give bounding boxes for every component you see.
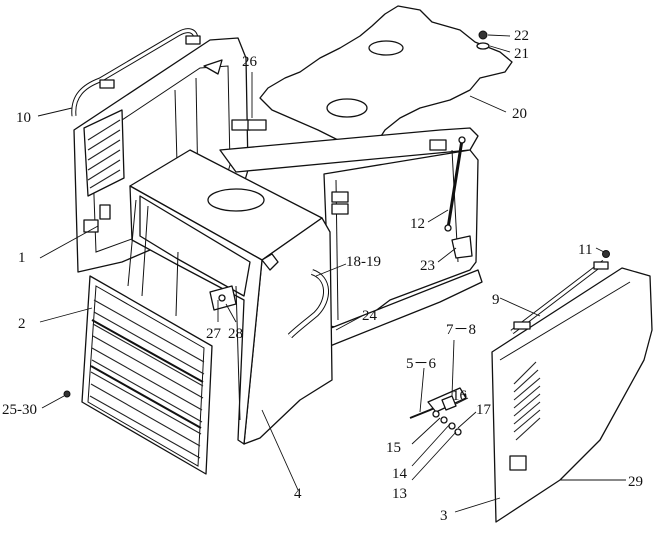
label-17: 17 bbox=[476, 402, 492, 418]
label-18-19: 18-19 bbox=[346, 254, 381, 270]
front-cab-body bbox=[127, 149, 333, 445]
bolt-and-washer bbox=[476, 30, 490, 50]
label-9: 9 bbox=[492, 292, 500, 308]
label-15: 15 bbox=[386, 440, 401, 456]
label-24: 24 bbox=[362, 308, 378, 324]
grab-handle-top bbox=[71, 28, 201, 117]
label-13: 13 bbox=[392, 486, 407, 502]
label-4: 4 bbox=[294, 486, 302, 502]
top-cover-plate bbox=[259, 5, 513, 153]
cab-frame bbox=[219, 119, 483, 347]
label-28: 28 bbox=[228, 326, 243, 342]
hose bbox=[287, 269, 329, 339]
label-20: 20 bbox=[512, 106, 527, 122]
label-10: 10 bbox=[16, 110, 31, 126]
label-21: 21 bbox=[514, 46, 529, 62]
label-5-6: 5－6 bbox=[406, 356, 437, 372]
label-29: 29 bbox=[628, 474, 643, 490]
label-11: 11 bbox=[578, 242, 592, 258]
label-22: 22 bbox=[514, 28, 529, 44]
label-27: 27 bbox=[206, 326, 222, 342]
label-2: 2 bbox=[18, 316, 26, 332]
label-12: 12 bbox=[410, 216, 425, 232]
front-grille bbox=[81, 275, 213, 475]
bolt-icon bbox=[63, 390, 71, 398]
label-23: 23 bbox=[420, 258, 435, 274]
label-25-30: 25-30 bbox=[2, 402, 37, 418]
label-26: 26 bbox=[242, 54, 258, 70]
label-3: 3 bbox=[440, 508, 448, 524]
label-1: 1 bbox=[18, 250, 26, 266]
callout-labels: 1 2 3 4 5－6 7－8 9 10 11 12 13 14 15 16 1… bbox=[2, 28, 643, 524]
leader-lines bbox=[37, 34, 626, 513]
side-door bbox=[491, 260, 653, 523]
label-14: 14 bbox=[392, 466, 408, 482]
label-16: 16 bbox=[452, 388, 468, 404]
bolt-icon bbox=[602, 250, 610, 258]
label-7-8: 7－8 bbox=[446, 322, 476, 338]
latch-assembly bbox=[409, 387, 467, 436]
